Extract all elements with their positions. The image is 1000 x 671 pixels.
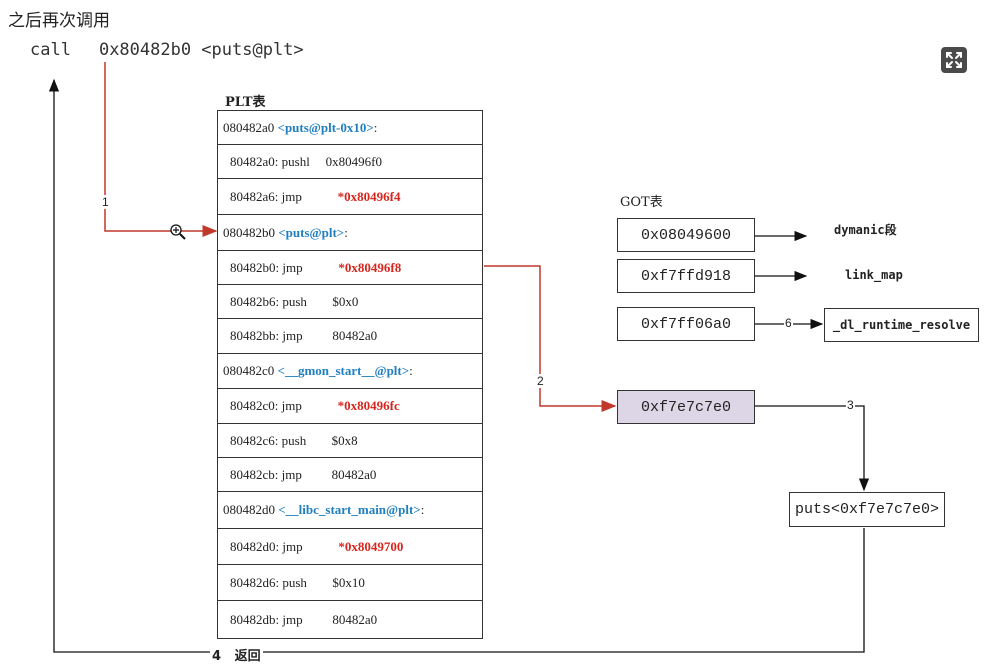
plt-header-colon: : [344, 224, 348, 240]
instr-arg: 0x80496f0 [325, 153, 382, 169]
call-instruction: call 0x80482b0 <puts@plt> [30, 40, 304, 60]
plt-instruction-row: 80482a0: pushl 0x80496f0 [218, 145, 482, 179]
step-label-3: 3 [846, 398, 855, 412]
instr-arg: 80482a0 [331, 467, 377, 482]
plt-instruction-row: 80482a6: jmp *0x80496f4 [218, 179, 482, 214]
arrow-step-4-return [48, 78, 865, 653]
plt-table-label: PLT表 [225, 95, 266, 110]
instr-arg: 80482a0 [332, 328, 378, 343]
plt-header-colon: : [420, 502, 425, 517]
instr-op: jmp [281, 467, 302, 482]
plt-entry-2: 080482c0 <__gmon_start__@plt>: 80482c0: … [217, 353, 483, 493]
plt-header-symbol: <puts@plt> [278, 224, 345, 240]
got-cell-link-map: 0xf7ffd918 [617, 259, 755, 293]
plt-instruction-row: 80482b0: jmp *0x80496f8 [218, 251, 482, 285]
expand-icon[interactable] [941, 47, 967, 73]
plt-instruction-row: 80482bb: jmp 80482a0 [218, 319, 482, 353]
instr-op: jmp [281, 398, 302, 413]
plt-instruction-row: 80482cb: jmp 80482a0 [218, 458, 482, 492]
instr-arg: *0x8049700 [338, 538, 404, 554]
plt-header-addr: 080482a0 [223, 119, 278, 135]
plt-instruction-row: 80482b6: push $0x0 [218, 285, 482, 319]
got-cell-dynamic: 0x08049600 [617, 218, 755, 252]
plt-instruction-row: 80482db: jmp 80482a0 [218, 601, 482, 638]
instr-op: jmp [282, 611, 303, 627]
call-target: 0x80482b0 <puts@plt> [98, 40, 304, 60]
puts-resolved-box: puts<0xf7e7c7e0> [789, 492, 945, 527]
instr-addr: 80482bb: [230, 328, 283, 343]
instr-op: pushl [281, 153, 310, 169]
plt-header-addr: 080482d0 [223, 502, 279, 517]
instr-arg: *0x80496f4 [337, 188, 401, 204]
instr-op: push [281, 432, 307, 448]
instr-op: jmp [282, 328, 303, 343]
plt-header-colon: : [373, 119, 378, 135]
step-label-1: 1 [101, 195, 110, 209]
plt-header-symbol: <puts@plt-0x10> [277, 119, 374, 135]
zoom-in-icon [170, 224, 186, 240]
step-label-2: 2 [536, 374, 545, 388]
arrow-step-3 [755, 405, 870, 492]
instr-arg: $0x0 [332, 293, 359, 309]
instr-addr: 80482b6: [230, 293, 283, 309]
plt-entry-header: 080482a0 <puts@plt-0x10>: [218, 111, 482, 145]
instr-addr: 80482c0: [230, 398, 282, 413]
return-label: 4 返回 [210, 645, 263, 664]
instr-arg: $0x10 [332, 574, 365, 590]
plt-header-symbol: <__libc_start_main@plt> [278, 502, 421, 517]
instr-addr: 80482d6: [230, 574, 283, 590]
instr-arg: *0x80496fc [337, 398, 400, 413]
plt-header-addr: 080482b0 [223, 224, 279, 240]
return-text: 返回 [234, 649, 261, 664]
instr-arg: *0x80496f8 [338, 259, 402, 275]
dl-runtime-resolve-box: _dl_runtime_resolve [824, 308, 979, 342]
call-mnemonic: call [30, 40, 71, 60]
plt-header-colon: : [409, 363, 413, 378]
plt-entry-header: 080482c0 <__gmon_start__@plt>: [218, 354, 482, 389]
instr-op: push [282, 293, 307, 309]
plt-instruction-row: 80482c0: jmp *0x80496fc [218, 389, 482, 424]
page-title: 之后再次调用 [8, 11, 110, 31]
instr-addr: 80482d0: [230, 538, 283, 554]
instr-addr: 80482cb: [230, 467, 282, 482]
got-cell-puts: 0xf7e7c7e0 [617, 390, 755, 424]
plt-instruction-row: 80482d6: push $0x10 [218, 565, 482, 601]
got-table-label: GOT表 [620, 195, 663, 210]
plt-entry-1: 080482b0 <puts@plt>: 80482b0: jmp *0x8049… [217, 214, 483, 354]
arrow-step-1 [104, 62, 218, 237]
plt-entry-header: 080482d0 <__libc_start_main@plt>: [218, 492, 482, 529]
plt-header-addr: 080482c0 [223, 363, 278, 378]
got-cell-resolve: 0xf7ff06a0 [617, 307, 755, 341]
step-label-6: 6 [784, 316, 793, 330]
arrow-step-2 [484, 265, 617, 412]
instr-addr: 80482db: [230, 611, 283, 627]
link-map-label: link_map [845, 268, 903, 282]
instr-arg: $0x8 [331, 432, 358, 448]
instr-addr: 80482c6: [230, 432, 282, 448]
dynamic-section-label: dymanic段 [834, 223, 897, 237]
instr-op: jmp [281, 188, 302, 204]
plt-instruction-row: 80482d0: jmp *0x8049700 [218, 529, 482, 565]
instr-addr: 80482a0: [230, 153, 282, 169]
instr-addr: 80482b0: [230, 259, 283, 275]
step-label-4: 4 [212, 649, 222, 664]
plt-header-symbol: <__gmon_start__@plt> [277, 363, 410, 378]
instr-addr: 80482a6: [230, 188, 282, 204]
plt-entry-header: 080482b0 <puts@plt>: [218, 215, 482, 251]
instr-op: jmp [282, 538, 303, 554]
instr-op: push [282, 574, 307, 590]
plt-entry-0: 080482a0 <puts@plt-0x10>: 80482a0: pushl… [217, 110, 483, 215]
plt-instruction-row: 80482c6: push $0x8 [218, 424, 482, 458]
instr-arg: 80482a0 [332, 611, 378, 627]
instr-op: jmp [282, 259, 303, 275]
plt-entry-3: 080482d0 <__libc_start_main@plt>: 80482d… [217, 491, 483, 639]
